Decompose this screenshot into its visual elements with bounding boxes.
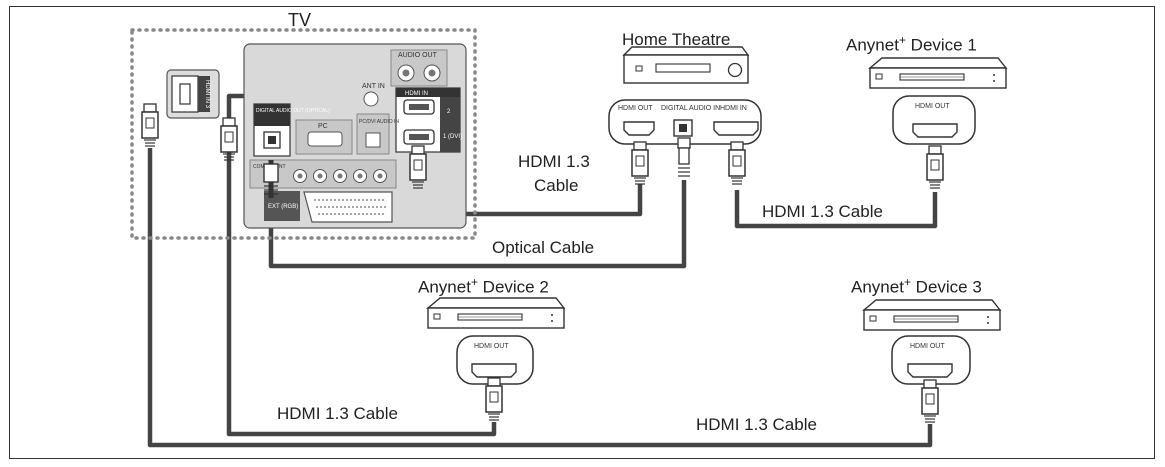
tv-audio-out-label: AUDIO OUT (398, 52, 438, 59)
tv-dotted-outline (130, 28, 477, 240)
cable-optical (268, 180, 687, 269)
tv-pc-label: PC (318, 123, 328, 130)
device-1-name: Anynet (846, 35, 899, 55)
cable-label-device3: HDMI 1.3 Cable (696, 415, 817, 434)
cable-label-optical: Optical Cable (492, 238, 595, 257)
device-3-rest: Device 3 (910, 277, 982, 297)
tv-unit: HDMI IN 3 AUDIO OUT ANT IN HDMI IN 2 1 (… (130, 28, 477, 240)
device-2-rest: Device 2 (477, 277, 549, 297)
tv-port-2-label: 2 (447, 109, 451, 115)
device-2-port-label: HDMI OUT (474, 343, 509, 350)
cable-label-ht-device1: HDMI 1.3 Cable (762, 202, 883, 221)
device-3-name: Anynet (851, 277, 904, 297)
tv-digital-audio-out-label: DIGITAL AUDIO OUT (OPTICAL) (256, 108, 330, 114)
cable-label-tv-ht-line1: HDMI 1.3 (518, 152, 590, 171)
cable-label-tv-ht-line2: Cable (534, 176, 579, 195)
tv-hdmi-in-label: HDMI IN (405, 91, 428, 97)
device-2-unit: HDMI OUT (427, 297, 565, 421)
tv-ant-in-label: ANT IN (362, 83, 385, 90)
home-theatre-unit: HDMI OUT DIGITAL AUDIO IN HDMI IN (608, 46, 762, 185)
device-3-port-label: HDMI OUT (910, 343, 945, 350)
device-1-suffix: + (898, 33, 906, 47)
tv-hdmi3-label: HDMI IN 3 (204, 80, 210, 109)
tv-title: TV (288, 10, 312, 30)
diagram-frame (9, 6, 1155, 459)
device-2-suffix: + (470, 275, 478, 289)
ht-digital-audio-in-label: DIGITAL AUDIO IN (661, 105, 720, 112)
cable-label-device2: HDMI 1.3 Cable (277, 404, 398, 423)
device-1-unit: HDMI OUT (869, 57, 1007, 189)
cable-ht-to-device1 (734, 190, 938, 229)
home-theatre-title: Home Theatre (622, 30, 731, 49)
tv-port-1-label: 1 (DVI) (443, 134, 462, 140)
device-2-name: Anynet (418, 277, 471, 297)
device-3-suffix: + (903, 275, 911, 289)
device-3-title: Anynet+ Device 3 (851, 272, 982, 298)
device-1-title: Anynet+ Device 1 (846, 30, 977, 56)
ht-hdmi-out-label: HDMI OUT (618, 105, 653, 112)
tv-ext-label: EXT (RGB) (268, 204, 298, 210)
device-2-title: Anynet+ Device 2 (418, 272, 549, 298)
cable-to-device3 (147, 148, 933, 448)
tv-plugs (141, 103, 427, 198)
device-3-unit: HDMI OUT (863, 299, 1001, 423)
device-1-port-label: HDMI OUT (915, 103, 950, 110)
device-1-rest: Device 1 (905, 35, 977, 55)
ht-hdmi-in-label: HDMI IN (720, 105, 747, 112)
tv-pc-dvi-audio-label: PC/DVI AUDIO IN (359, 119, 399, 125)
